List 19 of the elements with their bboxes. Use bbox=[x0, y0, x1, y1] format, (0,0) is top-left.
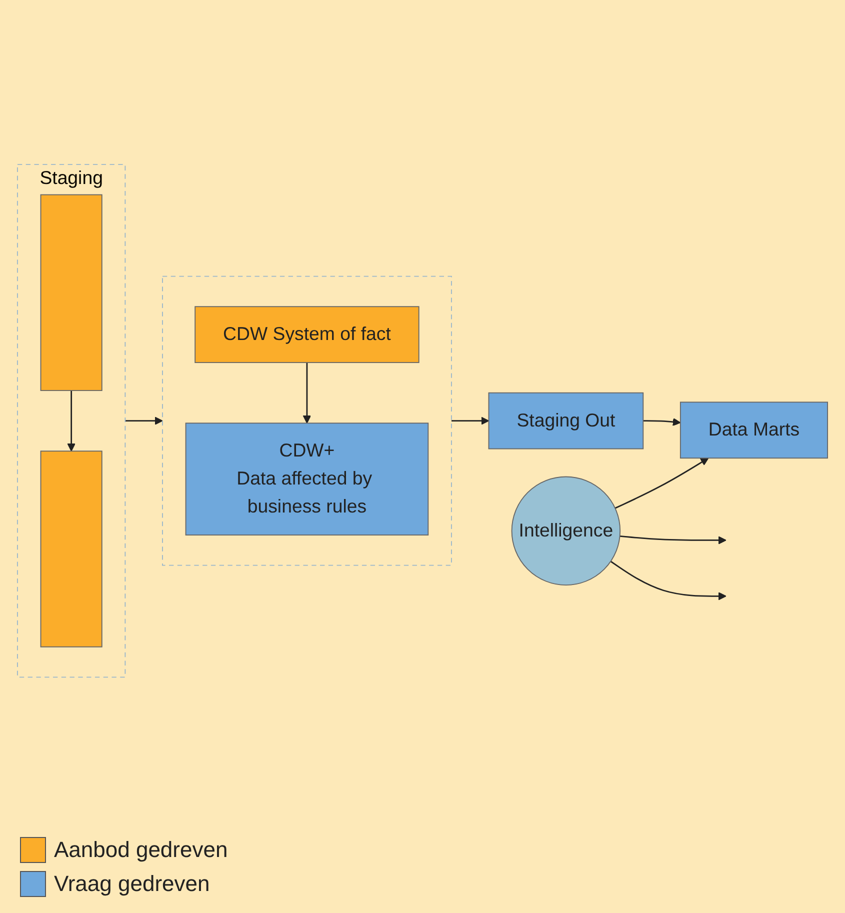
legend-label: Vraag gedreven bbox=[54, 871, 210, 897]
cluster bbox=[162, 276, 452, 566]
node-box: Data Marts bbox=[680, 401, 828, 458]
node-box: Staging Out bbox=[488, 392, 644, 449]
arrow bbox=[125, 416, 163, 425]
node-bar bbox=[40, 194, 102, 391]
legend-label: Aanbod gedreven bbox=[54, 837, 228, 863]
arrow bbox=[614, 457, 709, 509]
node-box: CDW+ Data affected by business rules bbox=[185, 422, 429, 536]
node-box: CDW System of fact bbox=[194, 306, 420, 363]
cluster: Staging bbox=[17, 164, 126, 678]
arrow bbox=[620, 535, 726, 544]
node-bar bbox=[40, 450, 102, 648]
arrow bbox=[67, 390, 76, 452]
node-circle: Intelligence bbox=[511, 476, 621, 586]
arrow bbox=[302, 362, 312, 424]
arrow bbox=[610, 560, 726, 600]
arrow bbox=[643, 418, 681, 426]
arrow bbox=[451, 416, 490, 425]
